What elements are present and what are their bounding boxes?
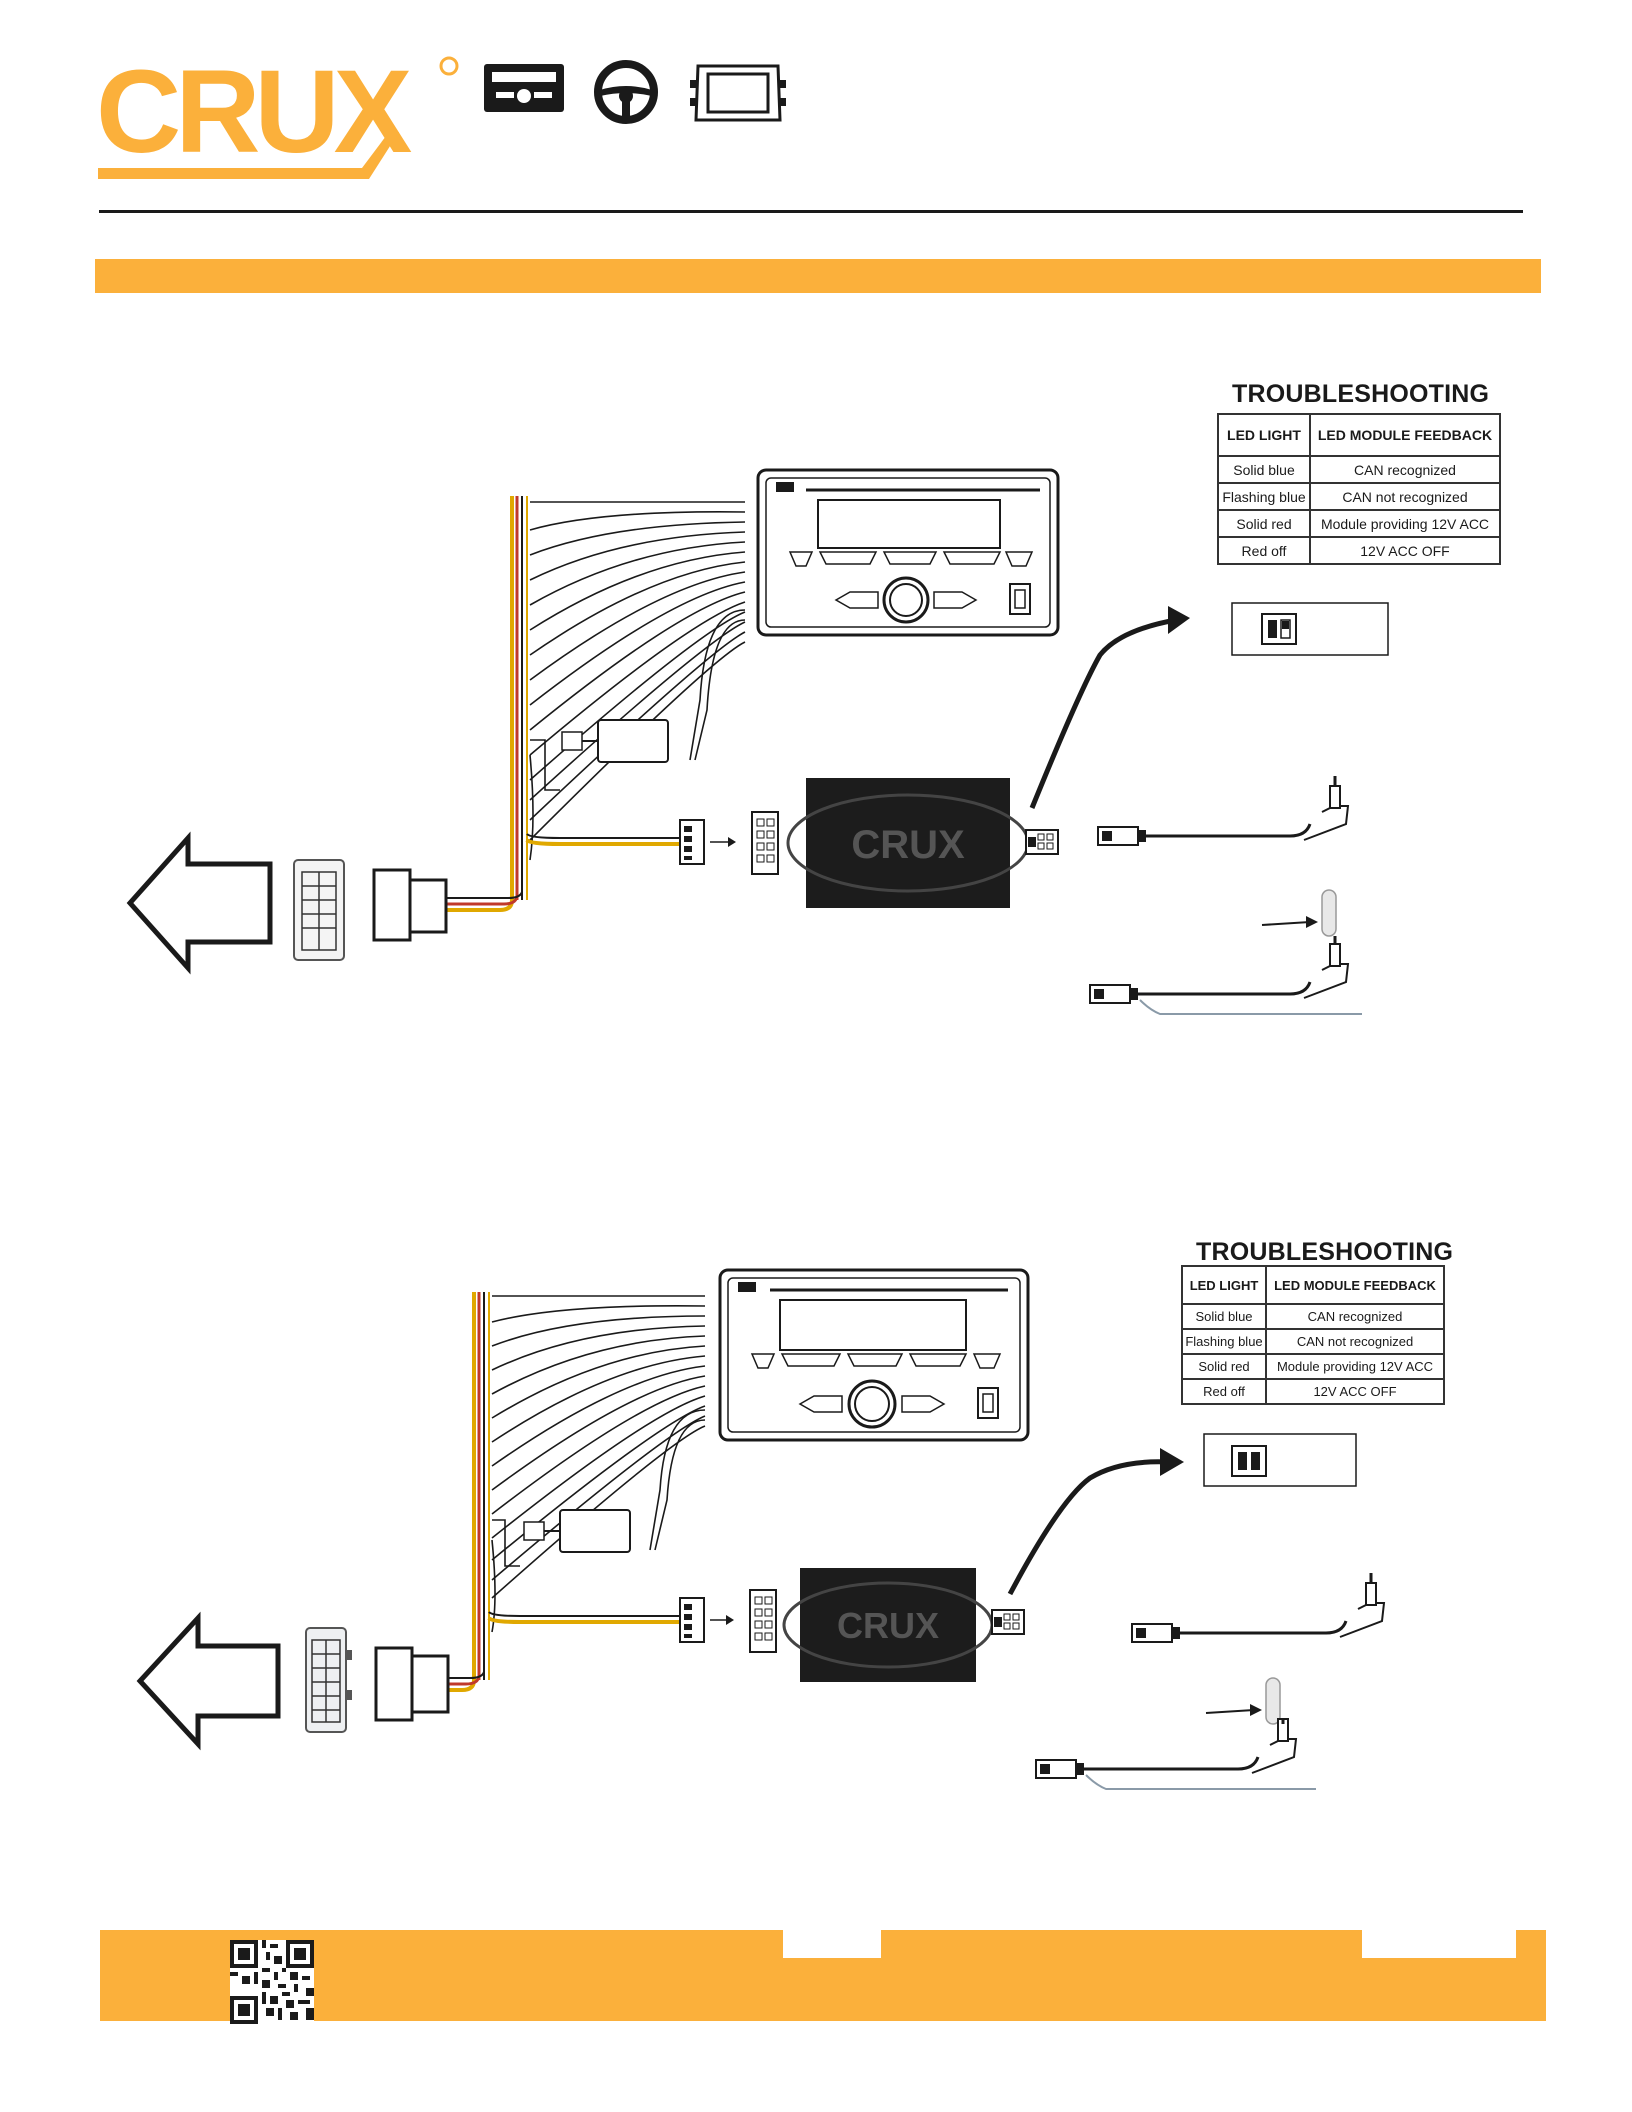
audio-jack-cable	[1131, 1573, 1386, 1643]
wire-harness	[448, 1292, 706, 1692]
troubleshooting-table: LED LIGHT LED MODULE FEEDBACK Solid blue…	[1181, 1265, 1445, 1405]
arrow-icon	[1160, 1448, 1184, 1476]
dip-switch	[1231, 602, 1389, 656]
head-unit-radio	[718, 1268, 1030, 1442]
wiring-diagram-2: CRUX	[136, 1268, 1386, 1790]
led-feedback: CAN recognized	[1265, 1303, 1445, 1330]
arrow-icon	[1306, 916, 1318, 928]
module-logo: CRUX	[851, 823, 965, 867]
harness-plug	[679, 819, 736, 865]
header-led-feedback: LED MODULE FEEDBACK	[1309, 413, 1501, 457]
module-port	[1025, 829, 1059, 855]
header-led-light: LED LIGHT	[1181, 1265, 1267, 1305]
wiring-diagram-1: CRUX	[126, 468, 1389, 1015]
header-led-feedback: LED MODULE FEEDBACK	[1265, 1265, 1445, 1305]
led-feedback: Module providing 12V ACC	[1309, 509, 1501, 538]
module-connector	[751, 811, 779, 875]
crux-logo: CRUX	[96, 52, 459, 179]
led-state: Solid blue	[1181, 1303, 1267, 1330]
led-feedback: 12V ACC OFF	[1265, 1378, 1445, 1405]
troubleshooting-table: LED LIGHT LED MODULE FEEDBACK Solid blue…	[1217, 413, 1501, 565]
led-state: Flashing blue	[1217, 482, 1311, 511]
crux-interface-module: CRUX	[786, 778, 1030, 908]
header-led-light: LED LIGHT	[1217, 413, 1311, 457]
vehicle-connector	[293, 859, 448, 961]
head-unit-radio	[756, 468, 1060, 637]
logo-wordmark: CRUX	[96, 52, 412, 178]
arrow-icon	[1168, 606, 1190, 634]
led-feedback: CAN not recognized	[1309, 482, 1501, 511]
crux-interface-module: CRUX	[782, 1568, 994, 1682]
module-logo: CRUX	[837, 1605, 939, 1646]
module-connector	[749, 1589, 777, 1653]
header-divider	[99, 210, 1523, 213]
dash-kit-icon	[690, 64, 786, 122]
harness-plug	[679, 1597, 734, 1643]
led-state: Red off	[1181, 1378, 1267, 1405]
vehicle-connector	[305, 1627, 450, 1733]
antenna-adapter	[523, 1509, 631, 1553]
led-state: Red off	[1217, 536, 1311, 565]
audio-jack-cable-with-sleeve	[1035, 1677, 1316, 1790]
antenna-adapter	[561, 719, 669, 763]
section-bar	[95, 259, 1541, 293]
radio-icon	[484, 64, 564, 112]
qr-code-icon	[230, 1940, 314, 2024]
audio-jack-cable-with-sleeve	[1089, 889, 1362, 1015]
led-state: Solid red	[1217, 509, 1311, 538]
troubleshooting-title: TROUBLESHOOTING	[1232, 380, 1490, 408]
led-feedback: CAN recognized	[1309, 455, 1501, 484]
troubleshooting-title: TROUBLESHOOTING	[1196, 1238, 1454, 1266]
audio-jack-cable	[1097, 776, 1350, 846]
led-state: Flashing blue	[1181, 1328, 1267, 1355]
module-port	[991, 1609, 1025, 1635]
led-state: Solid red	[1181, 1353, 1267, 1380]
footer-notch	[1362, 1930, 1516, 1958]
steering-wheel-icon	[594, 60, 658, 124]
led-feedback: 12V ACC OFF	[1309, 536, 1501, 565]
direction-arrow-icon	[126, 831, 273, 975]
led-feedback: Module providing 12V ACC	[1265, 1353, 1445, 1380]
led-state: Solid blue	[1217, 455, 1311, 484]
arrow-icon	[1250, 1704, 1262, 1716]
direction-arrow-icon	[136, 1611, 281, 1751]
wire-harness	[445, 496, 746, 912]
led-feedback: CAN not recognized	[1265, 1328, 1445, 1355]
dip-switch	[1203, 1433, 1357, 1487]
footer-notch	[783, 1930, 881, 1958]
